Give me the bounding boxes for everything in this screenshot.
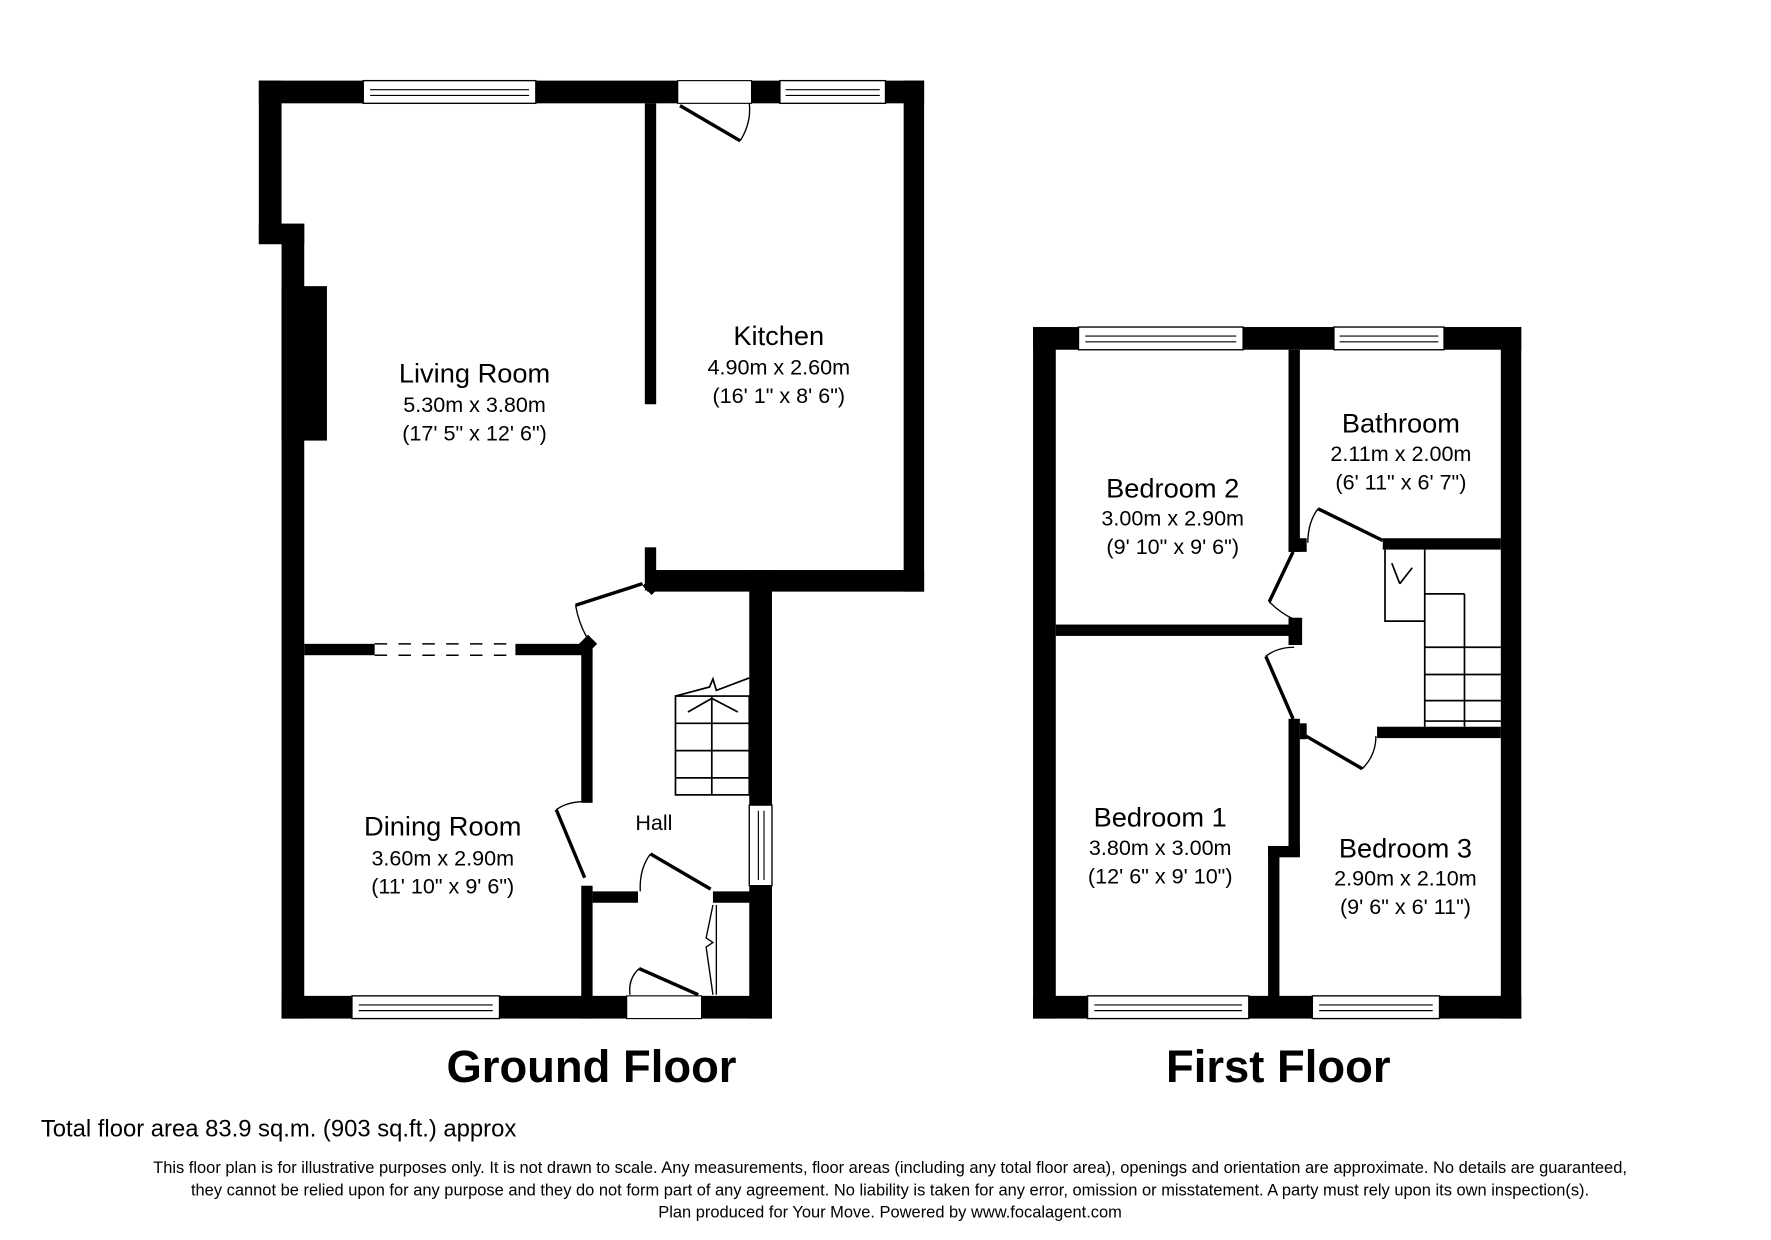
first-floor-plan: Bedroom 2 3.00m x 2.90m (9' 10" x 9' 6")… [1033,326,1522,1092]
floor-title-ground: Ground Floor [446,1041,736,1092]
first-floor-windows [1077,326,1445,1020]
floor-title-first: First Floor [1166,1041,1390,1092]
ground-floor-windows [351,79,887,1020]
room-bedroom-1: Bedroom 1 3.80m x 3.00m (12' 6" x 9' 10"… [1088,802,1233,889]
room-bathroom: Bathroom 2.11m x 2.00m (6' 11" x 6' 7") [1330,408,1471,495]
room-dimensions-metric: 2.90m x 2.10m [1334,866,1477,891]
first-floor-doors [1264,507,1384,771]
room-living-room: Living Room 5.30m x 3.80m (17' 5" x 12' … [399,358,550,446]
ground-floor-doors [554,80,753,1020]
ground-floor-walls [258,80,925,1019]
ground-floor-plan: Living Room 5.30m x 3.80m (17' 5" x 12' … [258,79,925,1092]
room-dimensions-imperial: (9' 6" x 6' 11") [1340,894,1471,919]
first-floor-walls [1033,327,1522,1019]
door-hall-porch [639,852,712,892]
room-dimensions-metric: 2.11m x 2.00m [1330,441,1471,466]
door-bedroom-3 [1304,734,1377,771]
room-dimensions-imperial: (16' 1" x 8' 6") [712,383,845,408]
room-dimensions-imperial: (9' 10" x 9' 6") [1106,534,1239,559]
window-bedroom-3 [1311,995,1441,1020]
room-dining-room: Dining Room 3.60m x 2.90m (11' 10" x 9' … [364,811,521,899]
room-name: Bedroom 2 [1106,472,1239,503]
room-dimensions-imperial: (11' 10" x 9' 6") [371,874,514,899]
room-hall: Hall [635,810,672,835]
door-bathroom [1307,507,1384,543]
ground-floor-stairs [674,676,751,796]
window-kitchen [779,79,887,105]
first-floor-stairs [1384,549,1501,727]
door-living-hall [574,582,644,640]
disclaimer-line-1: This floor plan is for illustrative purp… [153,1159,1627,1177]
room-name: Bathroom [1342,408,1460,439]
room-kitchen: Kitchen 4.90m x 2.60m (16' 1" x 8' 6") [707,320,850,408]
door-bedroom-2 [1267,551,1295,620]
room-dimensions-imperial: (6' 11" x 6' 7") [1335,469,1466,494]
room-dimensions-metric: 5.30m x 3.80m [403,392,546,417]
door-dining-hall [554,801,587,879]
room-dimensions-metric: 4.90m x 2.60m [707,355,850,380]
room-dimensions-metric: 3.80m x 3.00m [1089,835,1232,860]
room-bedroom-2: Bedroom 2 3.00m x 2.90m (9' 10" x 9' 6") [1101,472,1244,559]
total-floor-area: Total floor area 83.9 sq.m. (903 sq.ft.)… [41,1116,517,1143]
disclaimer-line-3: Plan produced for Your Move. Powered by … [658,1203,1122,1221]
room-dimensions-imperial: (12' 6" x 9' 10") [1088,863,1233,888]
room-dimensions-imperial: (17' 5" x 12' 6") [402,421,547,446]
window-living-room [362,79,537,105]
room-dimensions-metric: 3.00m x 2.90m [1101,506,1244,531]
room-name: Bedroom 1 [1094,802,1227,833]
window-dining-room [351,995,501,1020]
room-name: Kitchen [733,320,824,351]
door-kitchen-back [677,80,753,143]
open-arch-living-dining [374,643,516,656]
window-hall [748,804,773,887]
cupboard-bifold-door [705,904,718,995]
door-bedroom-1 [1264,646,1295,720]
room-bedroom-3: Bedroom 3 2.90m x 2.10m (9' 6" x 6' 11") [1334,832,1477,919]
room-dimensions-metric: 3.60m x 2.90m [371,845,514,870]
room-name: Bedroom 3 [1339,832,1472,863]
window-bathroom [1333,326,1445,351]
window-bedroom-1 [1086,995,1250,1020]
door-front [626,967,703,1020]
room-name: Living Room [399,358,550,389]
room-name: Dining Room [364,811,521,842]
room-name: Hall [635,810,672,835]
window-bedroom-2 [1077,326,1244,351]
disclaimer-line-2: they cannot be relied upon for any purpo… [191,1182,1589,1200]
